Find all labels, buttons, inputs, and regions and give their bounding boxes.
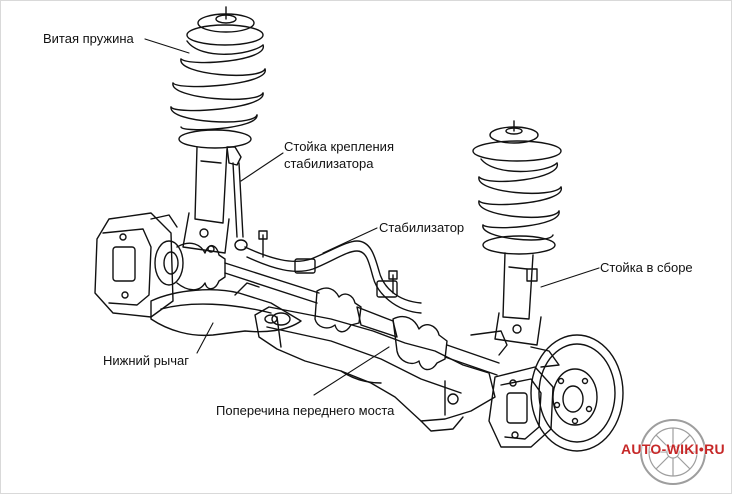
leader-lines	[144, 38, 600, 396]
right-drive-shaft	[356, 306, 508, 376]
right-strut	[472, 120, 562, 346]
crossmember	[254, 306, 496, 432]
watermark-wheel-icon	[640, 419, 706, 485]
right-brake-assembly	[488, 334, 624, 452]
left-strut	[170, 6, 266, 254]
stabilizer-link	[226, 146, 248, 251]
left-brake-assembly	[94, 212, 184, 318]
label-lower-arm: Нижний рычаг	[103, 353, 189, 368]
label-stabilizer-link-line1: Стойка крепления	[284, 139, 394, 154]
watermark-logo-text: AUTO-WIKI•RU	[621, 441, 725, 457]
label-stabilizer: Стабилизатор	[379, 220, 465, 235]
label-strut-assembly: Стойка в сборе	[600, 260, 693, 275]
label-coil-spring: Витая пружина	[43, 31, 134, 46]
label-stabilizer-link-line2: стабилизатора	[284, 156, 374, 171]
label-crossmember: Поперечина переднего моста	[216, 403, 395, 418]
stabilizer-bar	[244, 230, 422, 314]
left-drive-shaft	[176, 242, 362, 333]
